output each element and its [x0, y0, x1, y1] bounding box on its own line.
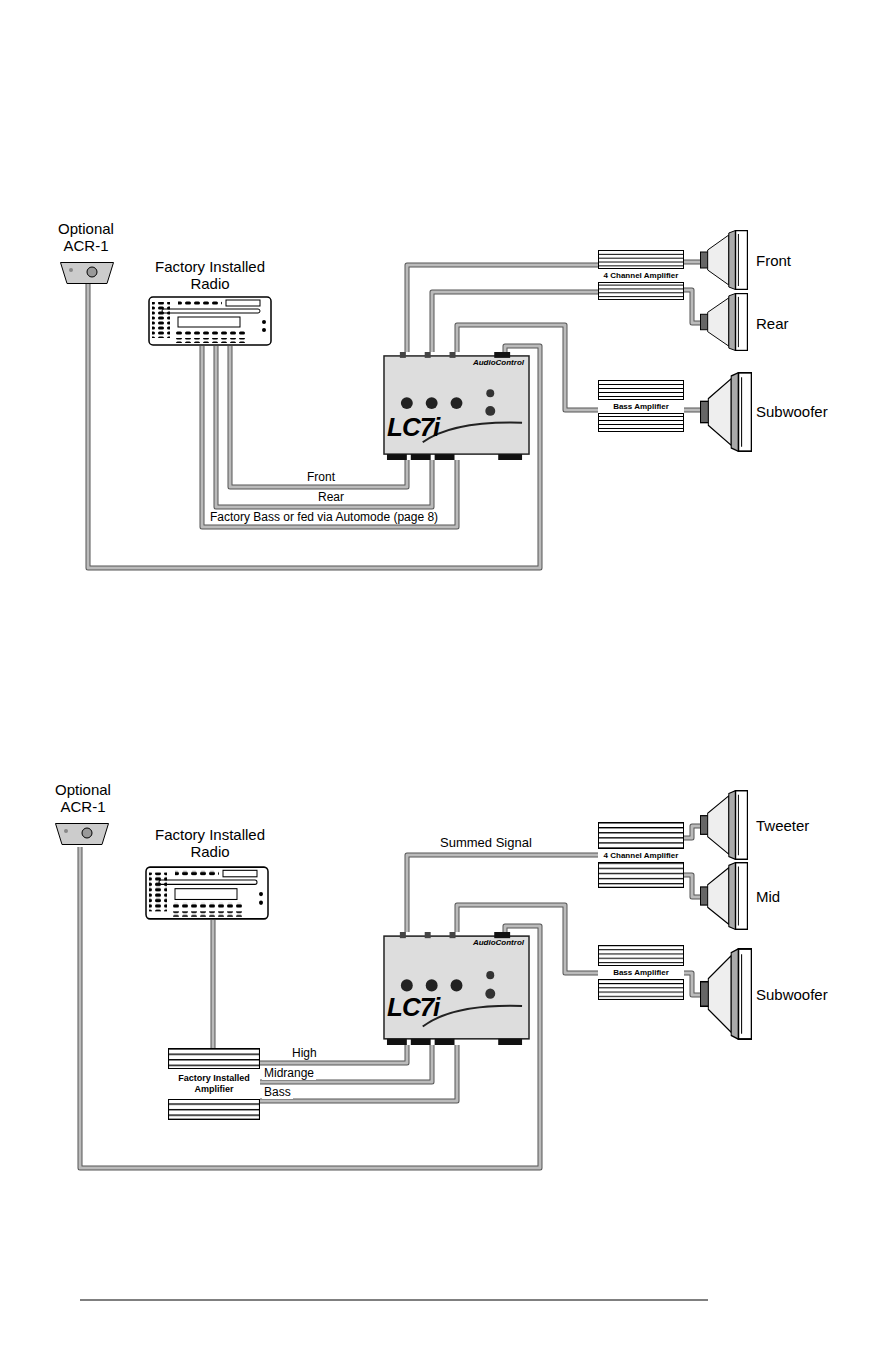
wire-stroke: [684, 408, 700, 413]
part-label: Subwoofer: [756, 986, 828, 1003]
model-logo: LC7i: [387, 412, 439, 443]
speaker: Front: [700, 228, 810, 292]
wire-stroke: [457, 905, 598, 973]
wire-stroke: [80, 847, 540, 1168]
wire-stroke: [684, 973, 700, 995]
signal-wire: [260, 1045, 407, 1063]
part-label: Factory Installed Radio: [145, 258, 275, 292]
signal-wire: [202, 346, 457, 527]
signal-wire: [684, 290, 700, 323]
signal-wire: [684, 262, 700, 263]
brand-name: AudioControl: [473, 358, 524, 367]
wire-stroke: [684, 875, 700, 897]
model-logo: LC7i: [387, 992, 439, 1023]
amplifier-box: 4 Channel Amplifier: [598, 250, 684, 300]
wire-stroke: [684, 290, 700, 323]
wire-stroke: [457, 325, 598, 410]
wire-label: High: [290, 1046, 319, 1060]
part-label: Front: [756, 252, 791, 269]
signal-wire: [684, 875, 700, 897]
labelled-part: Factory Installed Radio: [145, 258, 275, 346]
lc7i-processor: AudioControlLC7i: [383, 352, 530, 460]
signal-wire: [407, 265, 598, 352]
part-label: 4 Channel Amplifier: [598, 268, 684, 283]
wire-stroke: [211, 920, 216, 1048]
amplifier-box: Bass Amplifier: [598, 380, 684, 432]
wire-stroke: [684, 973, 700, 995]
part-label: Rear: [756, 315, 789, 332]
speaker: Tweeter: [700, 790, 850, 860]
part-label: Subwoofer: [756, 403, 828, 420]
wire-stroke: [212, 920, 215, 1048]
wire-label: Midrange: [262, 1066, 316, 1080]
wire-stroke: [202, 346, 457, 527]
signal-wire: [80, 847, 540, 1168]
wire-stroke: [230, 346, 407, 487]
part-label: Factory Installed Radio: [145, 826, 275, 860]
amplifier-box: 4 Channel Amplifier: [598, 822, 684, 888]
wire-stroke: [407, 265, 598, 352]
wire-stroke: [457, 905, 598, 973]
signal-wire: [260, 1045, 432, 1082]
part-label: Factory Installed Amplifier: [168, 1068, 260, 1100]
wire-stroke: [684, 409, 700, 412]
wire-stroke: [457, 325, 598, 410]
lc7i-processor: AudioControlLC7i: [383, 932, 530, 1045]
wire-stroke: [230, 346, 407, 487]
wire-stroke: [684, 826, 700, 838]
part-label: Bass Amplifier: [598, 399, 684, 414]
wire-stroke: [407, 855, 598, 932]
speaker: Subwoofer: [700, 370, 850, 452]
brand-name: AudioControl: [473, 938, 524, 947]
wire-label: Summed Signal: [438, 836, 534, 850]
signal-wire: [230, 346, 407, 487]
wire-stroke: [202, 346, 457, 527]
signal-wire: [684, 973, 700, 995]
speaker: Subwoofer: [700, 948, 850, 1040]
wire-stroke: [407, 265, 598, 352]
part-label: Tweeter: [756, 817, 809, 834]
amplifier-box: Factory Installed Amplifier: [168, 1048, 260, 1120]
part-label: Mid: [756, 888, 780, 905]
wire-stroke: [260, 1045, 407, 1063]
signal-wire: [457, 905, 598, 973]
part-label: Optional ACR-1: [50, 220, 122, 254]
labelled-part: Optional ACR-1: [50, 220, 122, 284]
part-label: 4 Channel Amplifier: [598, 848, 684, 863]
wire-stroke: [684, 875, 700, 897]
wire-stroke: [80, 847, 540, 1168]
wire-stroke: [684, 260, 700, 265]
part-label: Optional ACR-1: [45, 781, 121, 815]
wire-stroke: [684, 826, 700, 838]
wire-stroke: [684, 261, 700, 264]
signal-wire: [684, 826, 700, 838]
labelled-part: Optional ACR-1: [45, 781, 121, 847]
wire-label: Bass: [262, 1085, 293, 1099]
amplifier-box: Bass Amplifier: [598, 945, 684, 1000]
wire-stroke: [260, 1045, 457, 1101]
wire-stroke: [260, 1045, 457, 1101]
signal-wire: [213, 920, 214, 1048]
signal-wire: [260, 1045, 457, 1101]
wire-stroke: [260, 1045, 432, 1082]
signal-wire: [407, 855, 598, 932]
wire-stroke: [260, 1045, 407, 1063]
signal-wire: [457, 325, 598, 410]
wire-stroke: [260, 1045, 432, 1082]
signal-wire: [684, 410, 700, 411]
part-label: Bass Amplifier: [598, 965, 684, 980]
labelled-part: Factory Installed Radio: [145, 826, 275, 920]
wire-label: Factory Bass or fed via Automode (page 8…: [208, 510, 440, 524]
speaker: Rear: [700, 294, 810, 352]
wire-label: Rear: [316, 490, 346, 504]
wire-label: Front: [305, 470, 337, 484]
speaker: Mid: [700, 862, 810, 930]
wire-stroke: [407, 855, 598, 932]
wire-stroke: [684, 290, 700, 323]
